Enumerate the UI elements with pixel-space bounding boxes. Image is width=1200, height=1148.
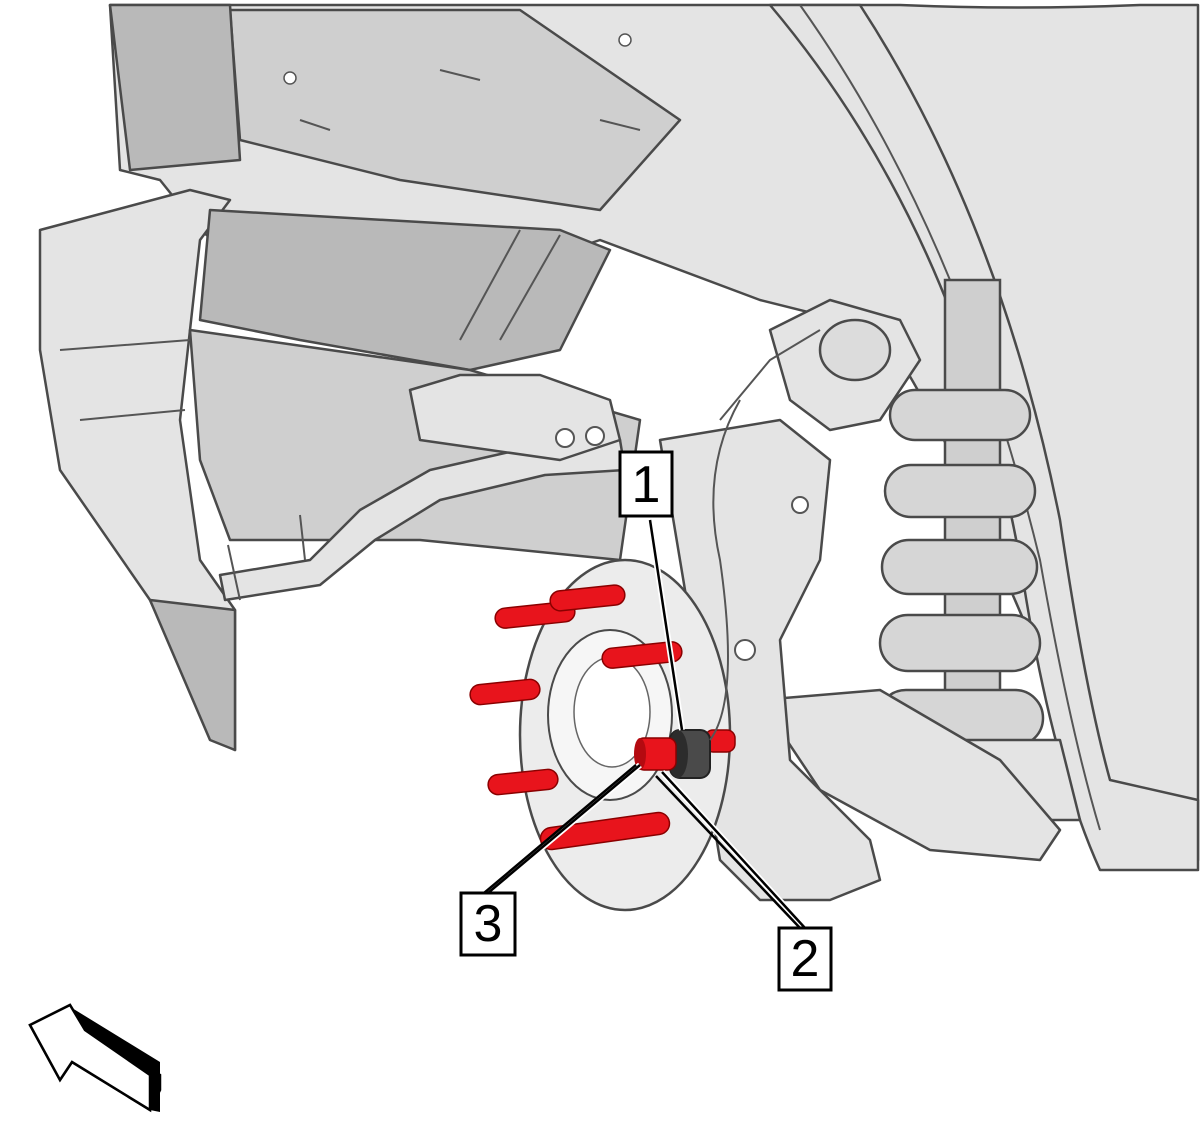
- callout-3: 3: [459, 891, 517, 957]
- wheel-studs: [469, 584, 736, 851]
- leader-lines: [483, 519, 808, 931]
- wheel-speed-sensor: [634, 399, 741, 779]
- coil-spring: [868, 278, 1082, 822]
- callout-3-label: 3: [474, 895, 503, 953]
- front-fascia: [38, 188, 237, 752]
- front-direction-arrow-icon: [28, 1003, 162, 1113]
- upper-control-arm: [719, 298, 922, 432]
- upper-mount: [408, 373, 622, 462]
- callout-1: 1: [618, 450, 674, 518]
- callout-2-label: 2: [791, 930, 820, 988]
- callout-2: 2: [777, 926, 833, 992]
- callout-1-label: 1: [632, 456, 661, 514]
- lower-control-arm: [758, 688, 1062, 862]
